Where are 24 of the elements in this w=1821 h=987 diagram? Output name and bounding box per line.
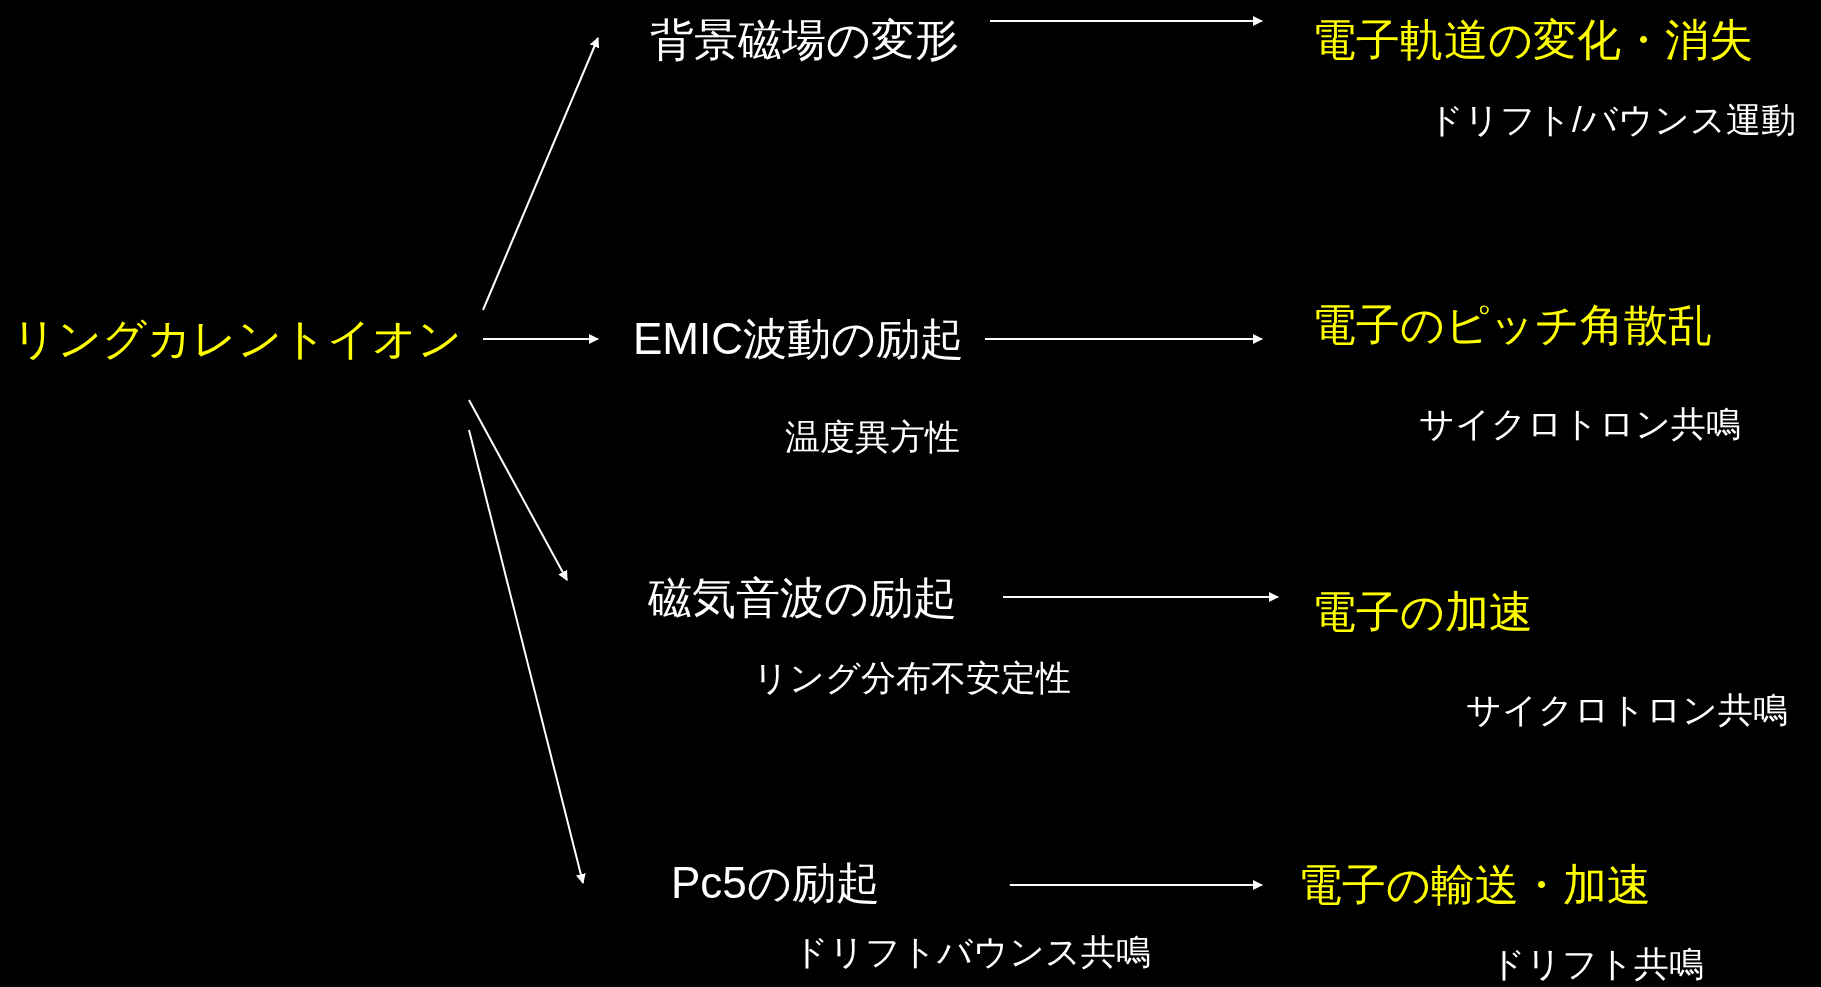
- note-text: ドリフト/バウンス運動: [1428, 99, 1796, 141]
- arrow: [989, 16, 1263, 26]
- note-text: サイクロトロン共鳴: [1466, 689, 1788, 731]
- node-label: EMIC波動の励起: [633, 313, 964, 365]
- arrow: [482, 37, 600, 311]
- node-label: リングカレントイオン: [12, 313, 462, 365]
- note-text: 温度異方性: [785, 416, 960, 458]
- note-text: サイクロトロン共鳴: [1419, 403, 1741, 445]
- arrow: [482, 334, 599, 344]
- node-label: 電子のピッチ角散乱: [1312, 299, 1712, 351]
- arrow: [468, 399, 568, 581]
- arrow: [1002, 592, 1279, 602]
- node-label: 背景磁場の変形: [650, 14, 959, 66]
- node-label: 電子の加速: [1312, 586, 1533, 638]
- arrow: [468, 429, 586, 884]
- arrow: [1008, 880, 1263, 890]
- arrow: [984, 334, 1263, 344]
- node-label: 電子の輸送・加速: [1298, 859, 1651, 911]
- note-text: ドリフト共鳴: [1490, 943, 1704, 985]
- node-label: 磁気音波の励起: [648, 572, 957, 624]
- note-text: ドリフトバウンス共鳴: [793, 931, 1151, 973]
- node-label: Pc5の励起: [671, 857, 880, 909]
- note-text: リング分布不安定性: [753, 657, 1071, 699]
- node-label: 電子軌道の変化・消失: [1312, 14, 1753, 66]
